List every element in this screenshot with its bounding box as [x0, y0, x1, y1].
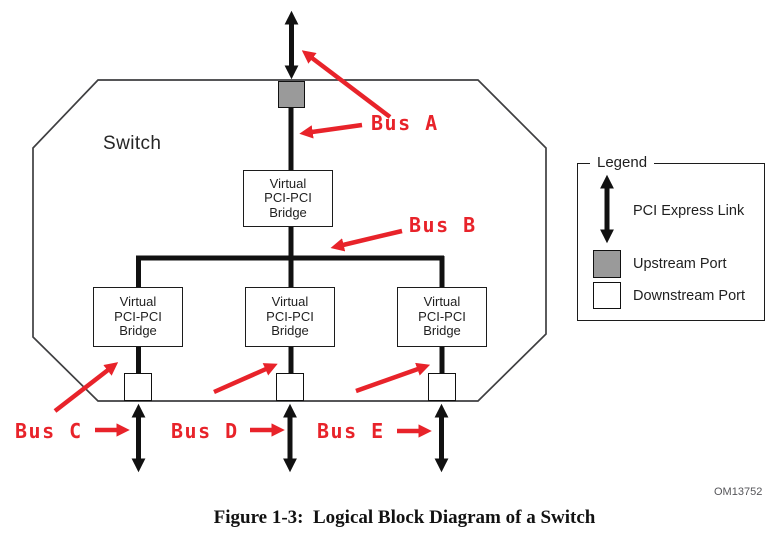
bus-c-label: Bus C	[15, 419, 83, 443]
bus-a-pointer-upper	[301, 50, 392, 119]
switch-outline	[32, 79, 547, 402]
downstream-port-square-right	[428, 373, 456, 401]
figure-caption: Figure 1-3: Logical Block Diagram of a S…	[213, 507, 596, 528]
virtual-bridge-bottom-left: Virtual PCI-PCI Bridge	[93, 287, 183, 347]
legend-item-pci-express-link: PCI Express Link	[633, 203, 745, 219]
virtual-bridge-top: Virtual PCI-PCI Bridge	[243, 170, 333, 227]
downstream-pointer-left	[53, 362, 119, 413]
downstream-pointer-center	[213, 363, 278, 395]
bus-e-label: Bus E	[317, 419, 385, 443]
downstream-port-square-center	[276, 373, 304, 401]
virtual-bridge-bottom-center: Virtual PCI-PCI Bridge	[245, 287, 335, 347]
bus-b-label: Bus B	[409, 213, 477, 237]
bus-d-label: Bus D	[171, 419, 239, 443]
figure-id: OM13752	[714, 486, 763, 498]
downstream-pointer-right	[355, 362, 431, 394]
switch-label: Switch	[103, 133, 162, 154]
bus-a-label: Bus A	[371, 111, 439, 135]
downstream-port-swatch	[593, 282, 621, 309]
bus-b-pointer	[330, 228, 403, 252]
legend-item-downstream-port: Downstream Port	[633, 288, 746, 304]
legend-title: Legend	[590, 154, 655, 171]
legend-item-upstream-port: Upstream Port	[633, 256, 727, 272]
virtual-bridge-bottom-right: Virtual PCI-PCI Bridge	[397, 287, 487, 347]
downstream-port-square-left	[124, 373, 152, 401]
upstream-port-swatch	[593, 250, 621, 278]
legend-box: Legend PCI Express Link Upstream Port Do…	[577, 154, 765, 321]
bus-a-pointer-lower	[299, 122, 363, 139]
upstream-port-square	[278, 81, 305, 108]
